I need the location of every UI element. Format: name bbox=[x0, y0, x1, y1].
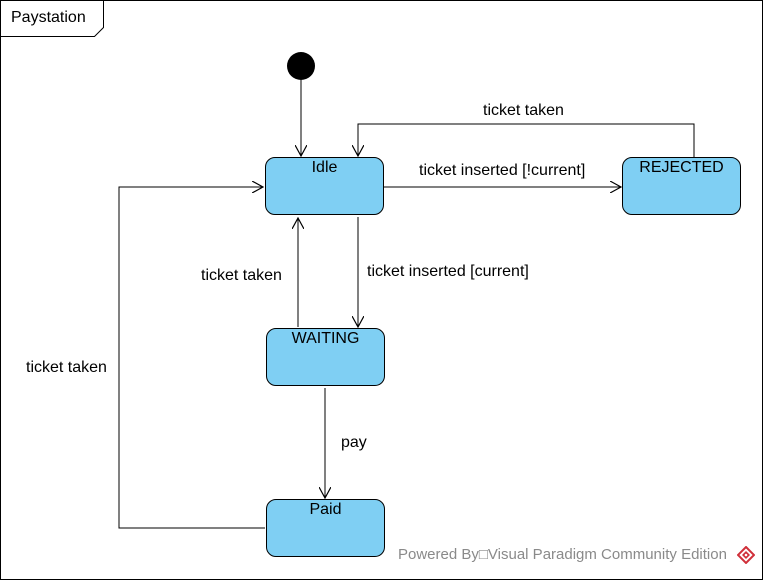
initial-node bbox=[287, 52, 315, 80]
state-idle[interactable]: Idle bbox=[265, 157, 384, 215]
state-waiting[interactable]: WAITING bbox=[266, 328, 385, 386]
frame-title-tab bbox=[0, 0, 104, 37]
transition-label-idle-to-waiting: ticket inserted [current] bbox=[367, 263, 529, 280]
state-idle-label: Idle bbox=[311, 159, 338, 176]
state-rejected-label: REJECTED bbox=[639, 159, 724, 176]
state-rejected[interactable]: REJECTED bbox=[622, 157, 741, 215]
frame-title: Paystation bbox=[11, 9, 86, 26]
watermark-text: Powered By□Visual Paradigm Community Edi… bbox=[398, 546, 727, 563]
transition-label-idle-to-rejected: ticket inserted [!current] bbox=[419, 162, 586, 179]
visual-paradigm-logo-icon bbox=[737, 546, 755, 564]
state-paid-label: Paid bbox=[309, 501, 342, 518]
rejected-to-idle-arrow bbox=[358, 123, 695, 157]
transition-label-waiting-to-idle: ticket taken bbox=[201, 267, 282, 284]
transition-label-rejected-to-idle: ticket taken bbox=[483, 102, 564, 119]
state-paid[interactable]: Paid bbox=[266, 499, 385, 557]
transition-label-paid-to-idle: ticket taken bbox=[26, 359, 107, 376]
transition-label-waiting-to-paid: pay bbox=[341, 434, 367, 451]
paid-to-idle-arrow bbox=[118, 187, 265, 529]
state-waiting-label: WAITING bbox=[291, 330, 360, 347]
